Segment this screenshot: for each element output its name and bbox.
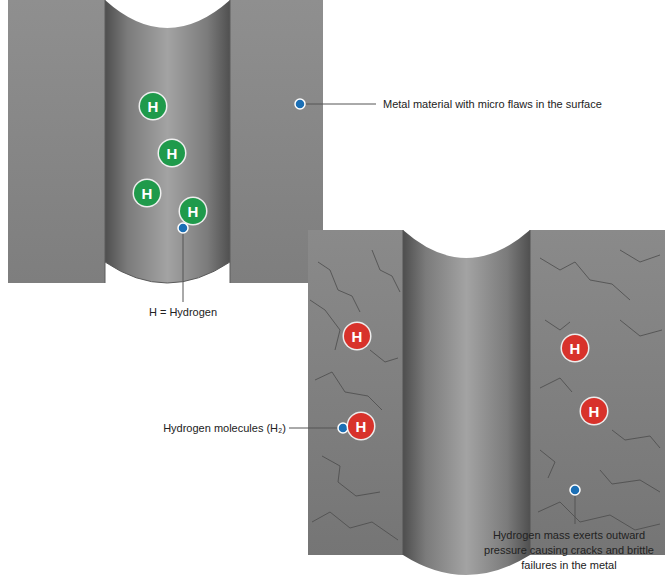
metal-channel	[403, 230, 530, 575]
leader-dot	[338, 423, 348, 433]
hydrogen-symbol: H	[352, 329, 363, 344]
leader-line	[183, 228, 184, 302]
pillar-edge	[530, 230, 531, 555]
crack	[322, 456, 380, 496]
hydrogen-symbol: H	[356, 419, 367, 434]
hydrogen-circle: H	[348, 413, 374, 439]
pillar-edge	[403, 230, 404, 555]
crack	[540, 378, 572, 392]
crack	[310, 300, 340, 350]
crack	[370, 350, 398, 362]
crack	[600, 470, 660, 492]
crack	[312, 512, 398, 540]
hydrogen-symbol: H	[589, 404, 600, 419]
cracks	[310, 250, 662, 540]
crack	[545, 320, 570, 330]
leader-line	[289, 428, 343, 429]
callout-label: H = Hydrogen	[123, 305, 243, 320]
leader-dot	[570, 485, 580, 495]
hydrogen-symbol: H	[142, 186, 153, 201]
callout-label: Hydrogen mass exerts outward pressure ca…	[476, 528, 662, 573]
channel-edge	[105, 262, 230, 283]
crack	[538, 502, 660, 530]
metal-pillar	[308, 230, 403, 555]
crack	[612, 430, 660, 448]
hydrogen-circle: H	[159, 140, 185, 166]
leader-dot	[295, 99, 305, 109]
metal-pillar	[8, 0, 105, 283]
hydrogen-circle: H	[140, 93, 166, 119]
hydrogen-symbol: H	[148, 99, 159, 114]
crack	[372, 250, 400, 292]
channel-cut	[105, 262, 230, 283]
crack	[318, 262, 360, 312]
hydrogen-symbol: H	[570, 341, 581, 356]
hydrogen-circle: H	[562, 335, 588, 361]
crack	[540, 450, 555, 478]
hydrogen-circle: H	[344, 323, 370, 349]
crack	[620, 250, 660, 262]
hydrogen-circle: H	[581, 398, 607, 424]
hydrogen-symbol: H	[167, 146, 178, 161]
leaders	[178, 99, 580, 524]
leader-line	[300, 104, 376, 105]
hydrogen-circle: H	[134, 180, 160, 206]
callout-label: Hydrogen molecules (H₂)	[163, 421, 286, 436]
crack	[315, 372, 382, 410]
crack	[540, 258, 630, 300]
pillar-edge	[230, 0, 231, 283]
leader-dot	[178, 223, 188, 233]
metal-pillar	[530, 230, 665, 555]
hydrogen-symbol: H	[188, 204, 199, 219]
callout-label: Metal material with micro flaws in the s…	[383, 97, 602, 112]
metal-channel	[105, 0, 230, 283]
hydrogen-circle: H	[180, 198, 206, 224]
crack	[620, 320, 662, 336]
pillar-edge	[105, 0, 106, 283]
